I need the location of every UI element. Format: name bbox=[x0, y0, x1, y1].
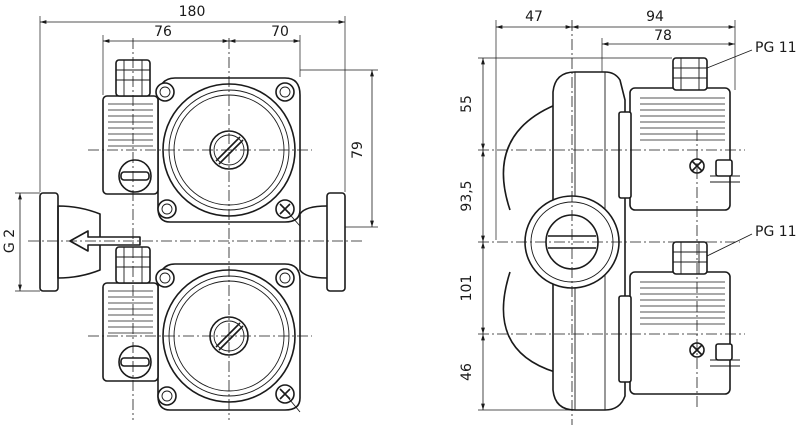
lower-pump bbox=[102, 246, 301, 411]
dim-93-5: 93,5 bbox=[459, 180, 475, 211]
outlet-flange bbox=[326, 192, 346, 292]
side-upper-motor-block bbox=[629, 87, 731, 211]
dim-47: 47 bbox=[525, 9, 543, 25]
upper-bolt-tl bbox=[155, 82, 175, 102]
pipe-body-right bbox=[299, 205, 328, 279]
callout-pg11-top: PG 11 bbox=[755, 40, 797, 56]
front-view: 180 76 70 79 G 2 bbox=[2, 4, 378, 420]
side-lower-motor bbox=[629, 241, 740, 395]
dim-78: 78 bbox=[654, 28, 672, 44]
side-lower-bulge bbox=[502, 271, 556, 373]
inlet-flange bbox=[39, 192, 59, 292]
upper-pump bbox=[102, 59, 301, 223]
upper-knob bbox=[118, 159, 152, 193]
dim-g2: G 2 bbox=[2, 229, 18, 253]
side-lower-motor-block bbox=[629, 271, 731, 395]
side-inlet-port bbox=[545, 214, 599, 270]
side-view: 47 94 78 55 93,5 101 46 PG 11 PG 11 bbox=[459, 9, 797, 425]
dim-46: 46 bbox=[459, 363, 475, 381]
dim-79: 79 bbox=[350, 141, 366, 159]
side-upper-motor bbox=[629, 57, 740, 211]
callout-pg11-bottom: PG 11 bbox=[755, 224, 797, 240]
upper-bolt-bl bbox=[157, 199, 177, 219]
side-lower-cable-gland bbox=[672, 241, 708, 275]
dim-55: 55 bbox=[459, 95, 475, 113]
dim-76: 76 bbox=[154, 24, 172, 40]
dim-94: 94 bbox=[646, 9, 664, 25]
dim-70: 70 bbox=[271, 24, 289, 40]
lower-bolt-bl bbox=[157, 386, 177, 406]
side-upper-cable-gland bbox=[672, 57, 708, 91]
side-upper-bulge bbox=[502, 104, 556, 211]
lower-bolt-tl bbox=[155, 268, 175, 288]
lower-knob bbox=[118, 345, 152, 379]
lower-bolt-tr bbox=[275, 268, 295, 288]
upper-bolt-tr bbox=[275, 82, 295, 102]
dim-101: 101 bbox=[459, 275, 475, 302]
dim-180: 180 bbox=[179, 4, 206, 20]
pipe-body bbox=[57, 205, 101, 279]
